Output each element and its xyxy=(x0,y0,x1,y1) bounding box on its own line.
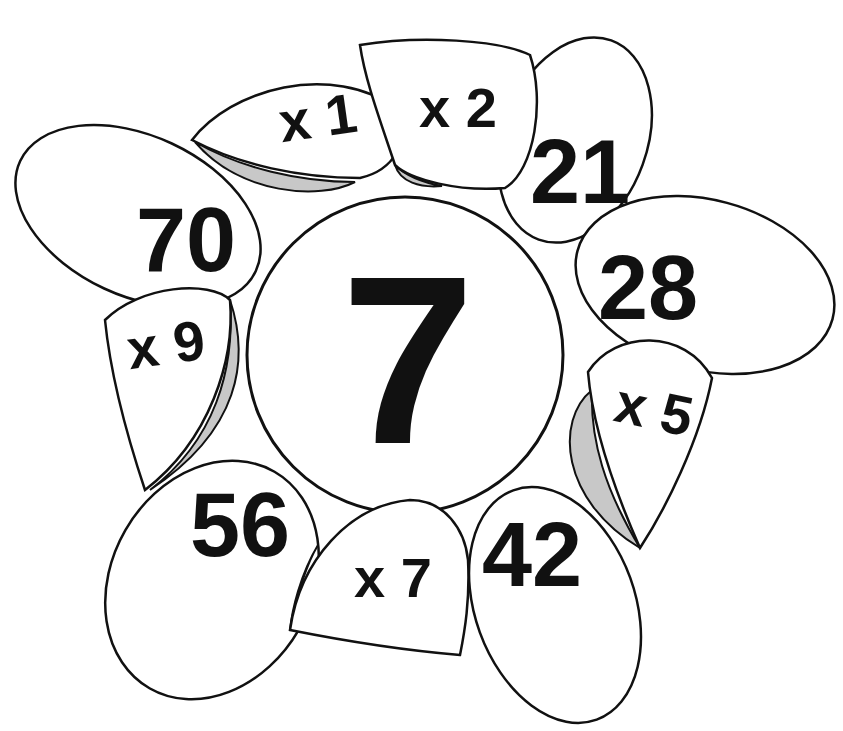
shape-group xyxy=(290,500,468,655)
petal-outline xyxy=(63,422,361,731)
product-number: 70 xyxy=(136,195,236,285)
petal-outline xyxy=(0,89,290,344)
multiplier-label: x 5 xyxy=(610,375,698,446)
product-number: 21 xyxy=(530,127,630,217)
multiplier-flap: x 5 xyxy=(550,320,725,560)
product-number: 28 xyxy=(598,243,698,333)
multiplier-flap: x 9 xyxy=(95,275,255,500)
shape-group xyxy=(360,40,537,189)
petal-outline xyxy=(438,463,672,731)
product-number: 42 xyxy=(482,510,582,600)
center-number: 7 xyxy=(341,240,474,480)
flap-outline xyxy=(105,288,231,490)
multiplier-flap: x 2 xyxy=(350,30,550,200)
flap-outline xyxy=(360,40,537,189)
multiplier-label: x 1 xyxy=(276,85,361,151)
center-circle: 7 xyxy=(240,190,570,520)
flap-outline xyxy=(588,340,712,548)
multiplier-label: x 9 xyxy=(124,312,209,378)
shape-group xyxy=(192,84,403,191)
product-petal: 56 xyxy=(90,445,330,715)
shape-group xyxy=(63,422,361,731)
node-shape xyxy=(95,275,255,500)
flap-outline xyxy=(290,500,468,655)
shape-group xyxy=(247,197,563,513)
multiplier-flap: x 7 xyxy=(280,490,480,665)
multiplier-label: x 2 xyxy=(419,80,497,136)
shape-group xyxy=(0,89,290,344)
shape-group xyxy=(438,463,672,731)
node-shape xyxy=(550,320,725,560)
multiplier-label: x 7 xyxy=(354,550,432,606)
flap-outline xyxy=(192,84,403,178)
shape-group xyxy=(105,288,239,490)
product-number: 56 xyxy=(190,480,290,570)
circle-outline xyxy=(247,197,563,513)
